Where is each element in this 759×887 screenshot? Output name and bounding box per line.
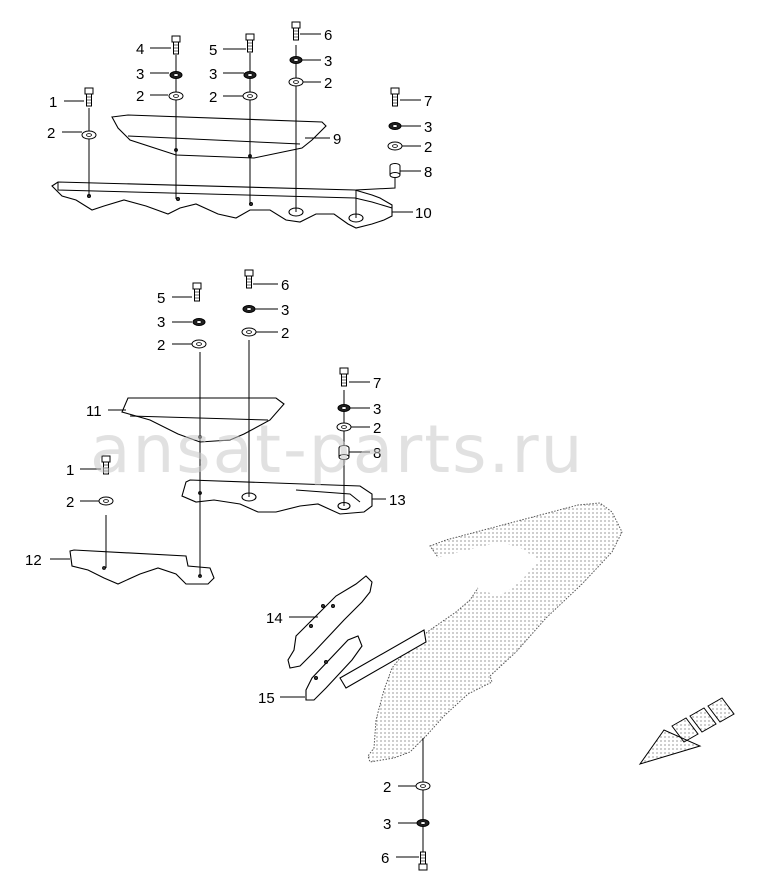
assembly-top: 1 2 2 3 4 2 3 5 2 3 6 7 3 2 8 9 10 — [47, 21, 432, 229]
callout-label: 2 — [373, 420, 381, 437]
callout-label: 15 — [258, 690, 275, 707]
part-13-bracket — [181, 479, 373, 515]
callout-label: 3 — [324, 53, 332, 70]
callout-label: 14 — [266, 610, 283, 627]
callout-label: 2 — [157, 337, 165, 354]
callout-label: 4 — [136, 41, 144, 58]
callout-label: 13 — [389, 492, 406, 509]
assembly-middle: 5 3 2 6 3 2 7 3 2 8 11 1 2 13 12 — [25, 269, 406, 585]
callout-label: 8 — [424, 164, 432, 181]
part-14-bracket — [287, 575, 373, 669]
callout-label: 2 — [324, 75, 332, 92]
callout-label: 2 — [47, 125, 55, 142]
part-9-cover — [111, 114, 327, 159]
part-12-bracket — [69, 549, 215, 585]
callout-label: 8 — [373, 445, 381, 462]
callout-label: 2 — [66, 494, 74, 511]
callout-label: 3 — [157, 314, 165, 331]
callout-label: 2 — [281, 325, 289, 342]
callout-label: 3 — [281, 302, 289, 319]
callout-label: 2 — [424, 139, 432, 156]
callout-label: 6 — [324, 27, 332, 44]
callout-label: 6 — [281, 277, 289, 294]
callout-label: 3 — [136, 66, 144, 83]
assembly-bottom: 14 15 2 3 6 — [258, 502, 623, 871]
callout-label: 7 — [373, 375, 381, 392]
callout-label: 2 — [209, 89, 217, 106]
part-10-bar — [51, 181, 393, 229]
callout-label: 10 — [415, 205, 432, 222]
part-15-bracket — [305, 635, 363, 701]
callout-label: 11 — [86, 403, 102, 420]
callout-label: 3 — [424, 119, 432, 136]
watermark: ansat-parts.ru — [90, 411, 584, 488]
callout-label: 12 — [25, 552, 42, 569]
callout-label: 5 — [209, 42, 217, 59]
callout-label: 6 — [381, 850, 389, 867]
callout-label: 1 — [49, 94, 57, 111]
callout-label: 3 — [383, 816, 391, 833]
direction-arrow-icon — [638, 697, 735, 765]
callout-label: 9 — [333, 131, 341, 148]
callout-label: 3 — [373, 401, 381, 418]
callout-label: 5 — [157, 290, 165, 307]
callout-label: 3 — [209, 66, 217, 83]
callout-label: 7 — [424, 93, 432, 110]
callout-label: 2 — [383, 779, 391, 796]
deflector-plate — [367, 502, 623, 763]
callout-label: 1 — [66, 462, 74, 479]
callout-label: 2 — [136, 88, 144, 105]
part-11-cover — [121, 397, 285, 443]
